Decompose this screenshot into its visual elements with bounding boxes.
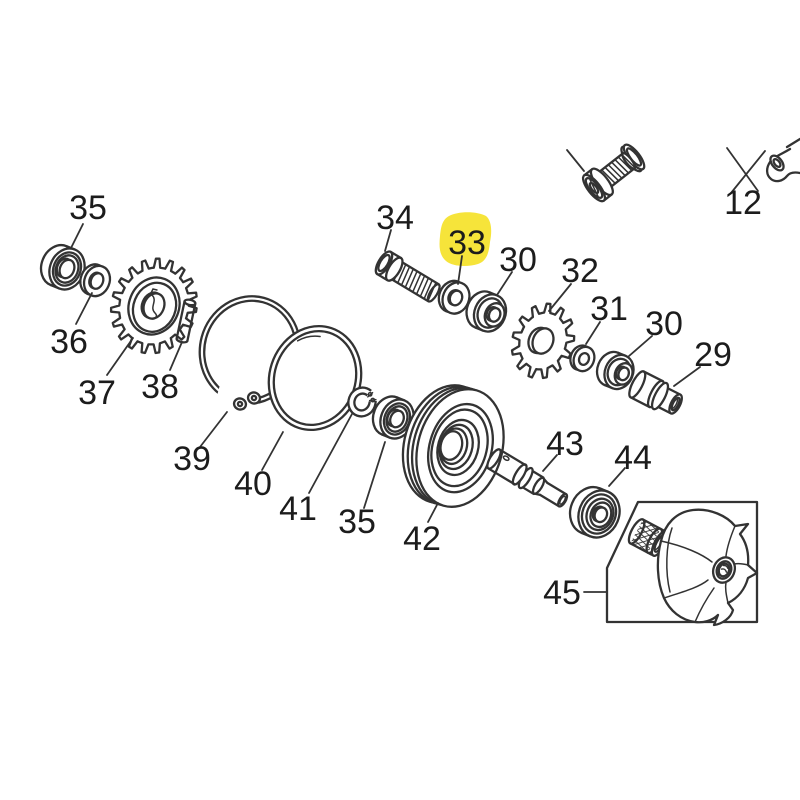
leader-12-b — [730, 150, 766, 194]
callout-35-bottom: 35 — [338, 503, 376, 541]
washer-36 — [79, 263, 112, 298]
leader-37 — [106, 337, 134, 376]
bearing-30-left — [465, 290, 508, 333]
callout-30-left: 30 — [499, 241, 537, 279]
snap-ring-39-end-lug — [232, 397, 248, 411]
callout-34: 34 — [376, 199, 414, 237]
gear-32 — [510, 302, 576, 380]
callout-38: 38 — [141, 368, 179, 406]
highlight-33 — [439, 212, 492, 266]
leader-30-right — [628, 335, 653, 357]
gear-37 — [109, 257, 198, 355]
bearing-35-lower — [371, 395, 415, 440]
callout-33-highlighted: 33 — [448, 224, 486, 262]
callout-37: 37 — [78, 374, 116, 412]
callout-12: 12 — [724, 184, 762, 222]
callout-39: 39 — [173, 440, 211, 478]
callout-29: 29 — [694, 336, 732, 374]
leader-39 — [199, 411, 228, 448]
collar-29 — [628, 370, 683, 415]
callout-36: 36 — [50, 323, 88, 361]
callout-41: 41 — [279, 490, 317, 528]
snap-ring-39-end-lug — [246, 391, 262, 405]
washer-31 — [569, 344, 596, 373]
o-ring-40 — [267, 324, 363, 432]
leader-31 — [585, 321, 601, 345]
leader-12-a — [726, 147, 759, 192]
bracket-12-partial — [765, 137, 800, 183]
leader-35-top — [70, 223, 84, 249]
leader-screw-top — [566, 149, 585, 172]
dowel-pin-38 — [175, 298, 197, 344]
pump-shaft-43 — [486, 448, 569, 508]
socket-screw-top — [581, 152, 637, 203]
leader-29 — [673, 366, 701, 387]
bearing-35-top — [39, 243, 86, 291]
leader-41 — [308, 413, 353, 494]
leader-38 — [169, 341, 183, 371]
leader-32 — [548, 283, 572, 312]
callout-32: 32 — [561, 252, 599, 290]
bearing-seal-44 — [568, 485, 621, 539]
callout-45: 45 — [543, 574, 581, 612]
leader-35-bottom — [363, 441, 386, 509]
bolt-34 — [374, 250, 441, 303]
impeller-45 — [656, 508, 759, 627]
leader-43 — [542, 454, 558, 472]
inset-box-45 — [605, 500, 759, 624]
leader-44 — [608, 467, 626, 487]
leader-30-left — [496, 271, 513, 296]
leader-34 — [384, 229, 392, 252]
leader-40 — [261, 431, 284, 471]
callout-42: 42 — [403, 520, 441, 558]
leader-42 — [427, 502, 439, 523]
bearing-30-right — [595, 350, 635, 391]
knurled-bushing-45 — [627, 518, 669, 557]
leader-33 — [457, 255, 463, 285]
leader-36 — [75, 292, 93, 325]
leader-lines — [70, 147, 766, 593]
callout-31: 31 — [590, 290, 628, 328]
callout-35-top: 35 — [69, 189, 107, 227]
callout-44: 44 — [614, 439, 652, 477]
snap-ring-41 — [347, 385, 384, 418]
callout-40: 40 — [234, 465, 272, 503]
callout-labels: 35 36 37 38 39 40 41 35 42 43 44 45 34 3… — [50, 184, 762, 612]
callout-43: 43 — [546, 425, 584, 463]
pump-gear-disc-42 — [401, 384, 505, 508]
callout-30-right: 30 — [645, 305, 683, 343]
